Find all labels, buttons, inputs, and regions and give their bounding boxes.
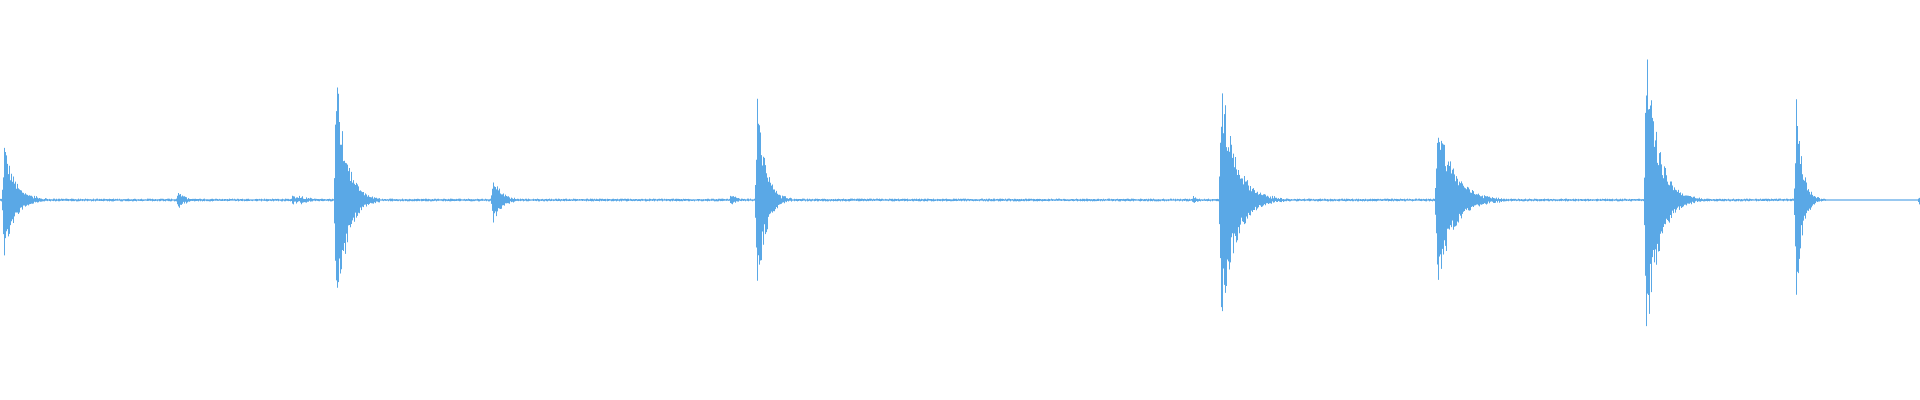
waveform-bars <box>0 59 1920 327</box>
